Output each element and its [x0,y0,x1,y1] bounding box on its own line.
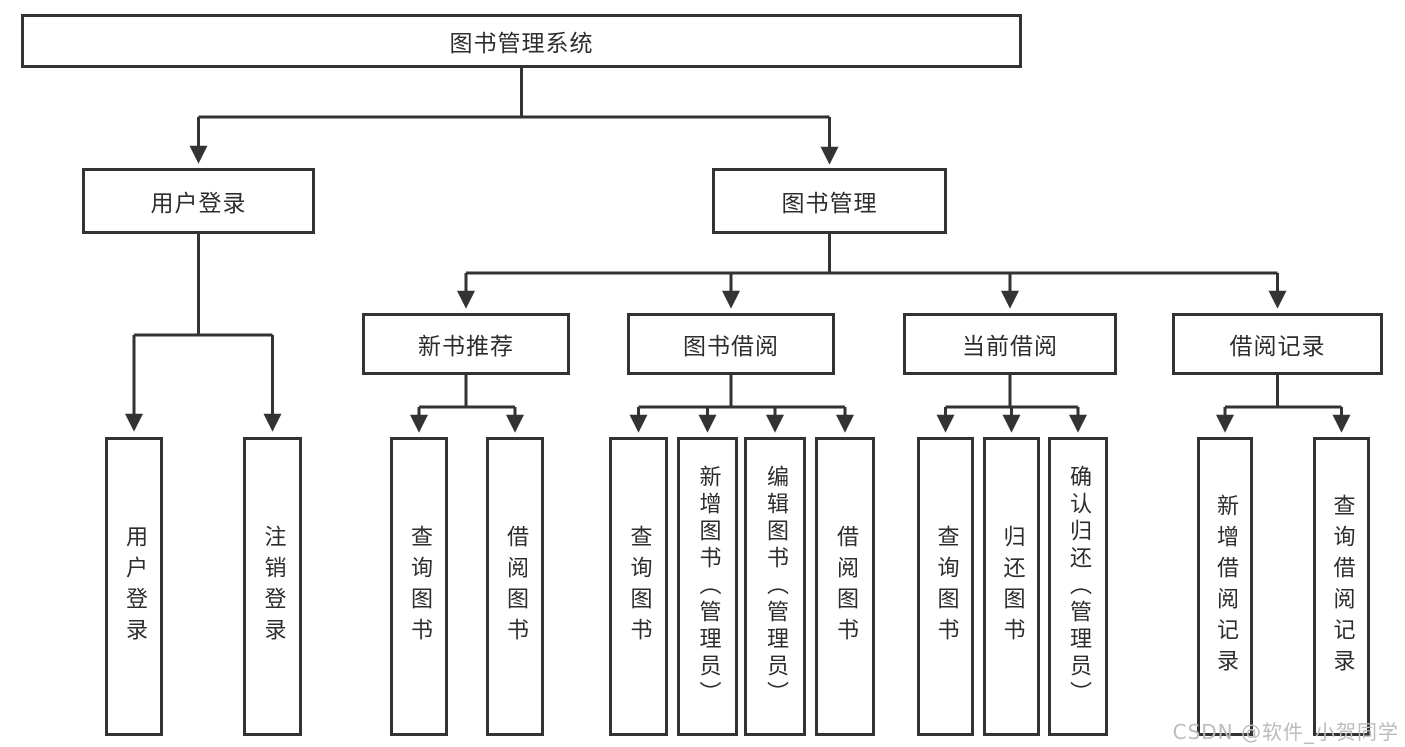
node-current-borrowing-label: 当前借阅 [962,334,1058,360]
connector-trunks [134,68,1342,409]
leaf-query-books-3-label: 查询图书 [933,524,959,649]
leaf-user-login: 用户登录 [105,437,163,736]
node-user-login: 用户登录 [82,168,315,234]
leaf-return-books-label: 归还图书 [999,524,1025,649]
node-book-management: 图书管理 [712,168,947,234]
leaf-add-borrow-record-label: 新增借阅记录 [1213,493,1238,680]
leaf-add-books-admin: 新增图书（管理员） [677,437,738,736]
node-borrowing-records-label: 借阅记录 [1229,334,1326,360]
leaf-borrow-books-2-label: 借阅图书 [833,524,858,649]
leaf-query-books-2-label: 查询图书 [626,524,652,649]
leaf-user-login-label: 用户登录 [122,524,147,649]
node-book-management-label: 图书管理 [781,191,878,217]
leaf-logout: 注销登录 [243,437,302,736]
leaf-add-borrow-record: 新增借阅记录 [1197,437,1253,736]
leaf-logout-label: 注销登录 [260,524,286,649]
leaf-borrow-books-1-label: 借阅图书 [503,524,528,649]
leaf-query-books-1-label: 查询图书 [407,524,432,649]
node-book-borrowing: 图书借阅 [627,313,835,375]
leaf-query-books-1: 查询图书 [390,437,448,736]
leaf-edit-books-admin-label: 编辑图书（管理员） [763,465,788,708]
node-root: 图书管理系统 [21,14,1022,68]
leaf-confirm-return-admin-label: 确认归还（管理员） [1066,465,1091,708]
connector-arrows [125,117,1351,433]
leaf-edit-books-admin: 编辑图书（管理员） [744,437,806,736]
leaf-query-books-2: 查询图书 [609,437,668,736]
leaf-query-borrow-record-label: 查询借阅记录 [1329,493,1355,680]
node-root-label: 图书管理系统 [449,31,594,57]
node-new-book-recommend-label: 新书推荐 [418,334,514,360]
leaf-confirm-return-admin: 确认归还（管理员） [1048,437,1108,736]
node-new-book-recommend: 新书推荐 [362,313,570,375]
node-book-borrowing-label: 图书借阅 [683,334,779,360]
leaf-return-books: 归还图书 [983,437,1040,736]
node-borrowing-records: 借阅记录 [1172,313,1383,375]
node-user-login-label: 用户登录 [150,191,247,217]
leaf-add-books-admin-label: 新增图书（管理员） [695,465,721,708]
leaf-borrow-books-2: 借阅图书 [815,437,875,736]
node-current-borrowing: 当前借阅 [903,313,1117,375]
leaf-query-books-3: 查询图书 [917,437,974,736]
csdn-watermark: CSDN @软件_小贺同学 [1172,720,1399,744]
leaf-borrow-books-1: 借阅图书 [486,437,544,736]
leaf-query-borrow-record: 查询借阅记录 [1313,437,1370,736]
